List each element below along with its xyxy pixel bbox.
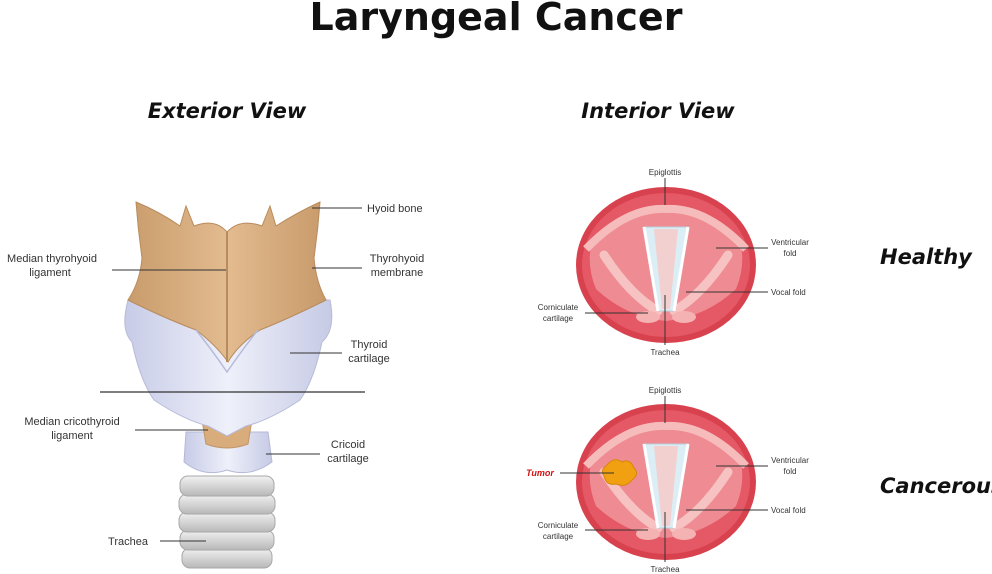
cancerous-label-trachea: Trachea <box>650 565 680 574</box>
cancerous-label-ventricular-fold-line2: fold <box>784 467 797 476</box>
cancerous-label-epiglottis: Epiglottis <box>649 386 681 395</box>
label-cricoid-cartilage-line2: cartilage <box>327 453 369 465</box>
cancerous-label-ventricular-fold-line1: Ventricular <box>771 456 809 465</box>
label-thyrohyoid-membrane-line2: membrane <box>371 267 424 279</box>
exterior-leader-lines <box>112 207 362 542</box>
healthy-label-vocal-fold: Vocal fold <box>771 288 806 297</box>
label-median-thyrohyoid-line1: Median thyrohyoid <box>7 253 97 265</box>
label-trachea-exterior: Trachea <box>108 536 149 548</box>
healthy-leader-lines <box>585 178 768 345</box>
cancerous-label-vocal-fold: Vocal fold <box>771 506 806 515</box>
exterior-larynx-illustration <box>124 201 333 569</box>
interior-cancerous-illustration <box>576 404 756 560</box>
healthy-label-corniculate-line1: Corniculate <box>538 303 579 312</box>
page-title: Laryngeal Cancer <box>310 0 683 39</box>
thyroid-cartilage <box>124 299 333 437</box>
label-median-thyrohyoid-line2: ligament <box>29 267 71 279</box>
cancerous-leader-lines <box>560 396 768 562</box>
cancerous-label-corniculate-line1: Corniculate <box>538 521 579 530</box>
healthy-label-trachea: Trachea <box>650 348 680 357</box>
label-hyoid-bone: Hyoid bone <box>367 203 423 215</box>
healthy-label-epiglottis: Epiglottis <box>649 168 681 177</box>
cancerous-label-tumor: Tumor <box>526 468 554 478</box>
status-healthy: Healthy <box>880 245 973 269</box>
trachea-rings <box>178 475 276 569</box>
healthy-label-corniculate-line2: cartilage <box>543 314 574 323</box>
interior-view-heading: Interior View <box>581 99 735 123</box>
label-thyroid-cartilage-line1: Thyroid <box>351 339 388 351</box>
label-median-cricothyroid-line1: Median cricothyroid <box>24 416 119 428</box>
label-median-cricothyroid-line2: ligament <box>51 430 93 442</box>
label-thyrohyoid-membrane-line1: Thyrohyoid <box>370 253 424 265</box>
label-thyroid-cartilage-line2: cartilage <box>348 353 390 365</box>
interior-healthy-illustration <box>576 187 756 343</box>
label-cricoid-cartilage-line1: Cricoid <box>331 439 365 451</box>
healthy-label-ventricular-fold-line2: fold <box>784 249 797 258</box>
cancerous-label-corniculate-line2: cartilage <box>543 532 574 541</box>
status-cancerous: Cancerous <box>880 474 992 498</box>
tumor-mass <box>601 459 638 486</box>
exterior-view-heading: Exterior View <box>148 99 307 123</box>
healthy-label-ventricular-fold-line1: Ventricular <box>771 238 809 247</box>
